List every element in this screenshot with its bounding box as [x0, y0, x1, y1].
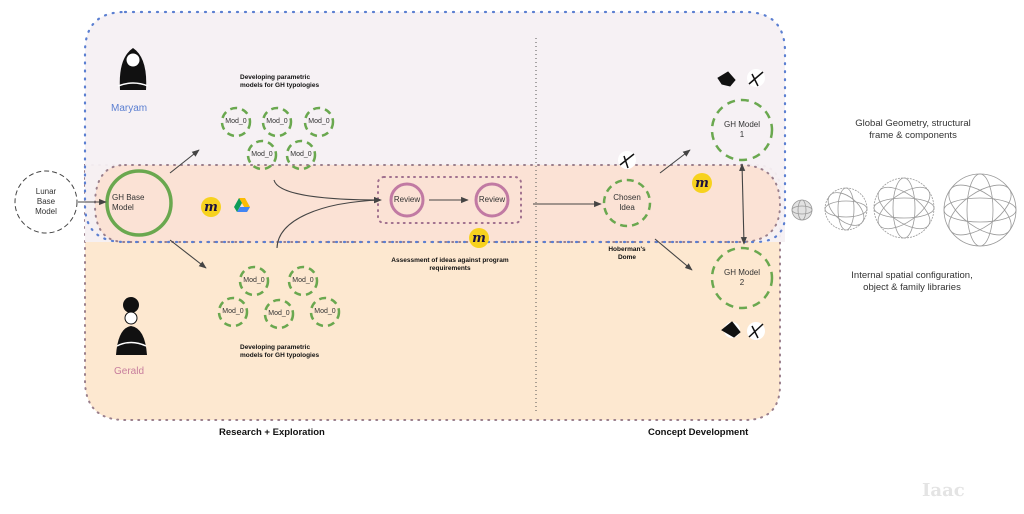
mod-node [287, 265, 319, 297]
caption-hoberman: Hoberman's Dome [608, 246, 646, 262]
gh-model-2-label: GH Model 2 [723, 268, 760, 287]
gh-model-1-node [710, 98, 774, 162]
top-mod-cluster [220, 106, 335, 171]
mod-node [246, 139, 278, 171]
rhino-icon [717, 71, 736, 87]
arrow-gh-to-top [169, 149, 200, 174]
sphere-1 [791, 199, 813, 221]
caption-top-models: Developing parametric models for GH typo… [240, 74, 320, 90]
review-label-1: Review [393, 195, 421, 204]
right-bottom-text: Internal spatial configuration, object &… [851, 270, 973, 293]
mod-node [285, 139, 317, 171]
grasshopper-rhino-icons [618, 69, 765, 340]
mod-label: Mod_0 [251, 150, 273, 158]
top-region-border [83, 10, 787, 244]
sphere-3 [873, 177, 935, 239]
section-title-concept: Concept Development [648, 427, 749, 438]
mod-label: Mod_0 [314, 307, 336, 315]
mod-node [303, 106, 335, 138]
avatar-gerald [116, 297, 147, 355]
review-group [377, 176, 522, 224]
gh-base-node [105, 169, 173, 237]
arrow-model1-model2 [739, 163, 747, 245]
mod-label: Mod_0 [292, 276, 314, 284]
arrow-top-to-review [273, 179, 382, 204]
miro-icon: m [469, 228, 489, 248]
person-label-maryam: Maryam [111, 103, 148, 114]
arrow-chosen-to-model1 [659, 149, 691, 174]
mod-node [238, 265, 270, 297]
sphere-4 [943, 173, 1017, 247]
lunar-base-node [14, 170, 78, 234]
review-node-1 [389, 182, 425, 218]
mod-node [309, 296, 341, 328]
mod-node [261, 106, 293, 138]
mod-node [263, 298, 295, 330]
arrow-bottom-to-review [276, 197, 382, 249]
mod-label: Mod_0 [225, 117, 247, 125]
mod-label: Mod_0 [290, 150, 312, 158]
mod-label: Mod_0 [243, 276, 265, 284]
mod-label: Mod_0 [268, 309, 290, 317]
lunar-base-label: Lunar Base Model [35, 187, 57, 216]
right-top-text: Global Geometry, structural frame & comp… [855, 118, 971, 141]
gh-base-label: GH Base Model [112, 193, 145, 212]
section-title-research: Research + Exploration [219, 427, 325, 438]
rhino-icon [721, 321, 741, 338]
bottom-mod-cluster [217, 265, 341, 330]
chosen-idea-label: Chosen Idea [613, 193, 641, 212]
sphere-sequence [791, 173, 1017, 247]
chosen-idea-node [602, 178, 652, 228]
sphere-2 [824, 187, 868, 231]
caption-assessment: Assessment of ideas against program requ… [391, 257, 509, 273]
mod-label: Mod_0 [266, 117, 288, 125]
avatar-maryam [117, 48, 149, 90]
gh-model-1-label: GH Model 1 [723, 120, 760, 139]
caption-bottom-models: Developing parametric models for GH typo… [240, 344, 320, 360]
arrow-gh-to-bottom [169, 239, 207, 269]
review-label-2: Review [478, 195, 506, 204]
mod-node [217, 296, 249, 328]
iaac-logo: Iaac [922, 480, 965, 501]
person-label-gerald: Gerald [114, 366, 145, 377]
miro-icon: m [692, 173, 712, 193]
review-node-2 [474, 182, 510, 218]
miro-icon: m [201, 197, 221, 217]
mod-node [220, 106, 252, 138]
gh-model-2-node [710, 246, 774, 310]
mod-label: Mod_0 [308, 117, 330, 125]
mod-label: Mod_0 [222, 307, 244, 315]
arrow-chosen-to-model2 [654, 238, 693, 271]
google-drive-icon [234, 198, 250, 212]
